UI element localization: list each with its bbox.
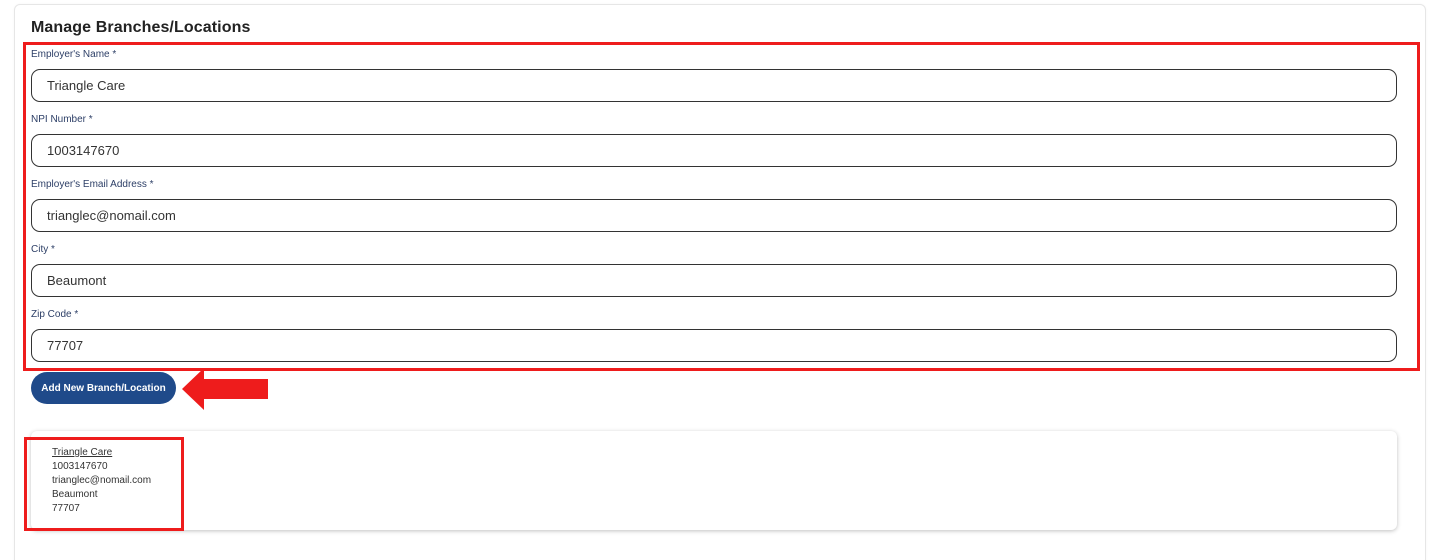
add-new-branch-button[interactable]: Add New Branch/Location — [31, 372, 176, 404]
branch-email: trianglec@nomail.com — [52, 475, 152, 486]
branch-annotation-box — [24, 437, 184, 531]
npi-number-input[interactable] — [31, 134, 1397, 167]
zip-code-input[interactable] — [31, 329, 1397, 362]
branch-list-card — [31, 431, 1397, 530]
branch-npi: 1003147670 — [52, 461, 108, 472]
branch-name-link[interactable]: Triangle Care — [52, 447, 113, 458]
city-input[interactable] — [31, 264, 1397, 297]
employer-email-input[interactable] — [31, 199, 1397, 232]
zip-code-label: Zip Code * — [31, 309, 79, 320]
employer-name-label: Employer's Name * — [31, 49, 117, 60]
employer-email-label: Employer's Email Address * — [31, 179, 154, 190]
branch-city: Beaumont — [52, 489, 98, 500]
branch-zip: 77707 — [52, 503, 80, 514]
city-label: City * — [31, 244, 55, 255]
left-arrow-icon — [182, 368, 268, 410]
page-title: Manage Branches/Locations — [31, 19, 251, 36]
form-annotation-box — [23, 42, 1420, 371]
employer-name-input[interactable] — [31, 69, 1397, 102]
npi-number-label: NPI Number * — [31, 114, 93, 125]
